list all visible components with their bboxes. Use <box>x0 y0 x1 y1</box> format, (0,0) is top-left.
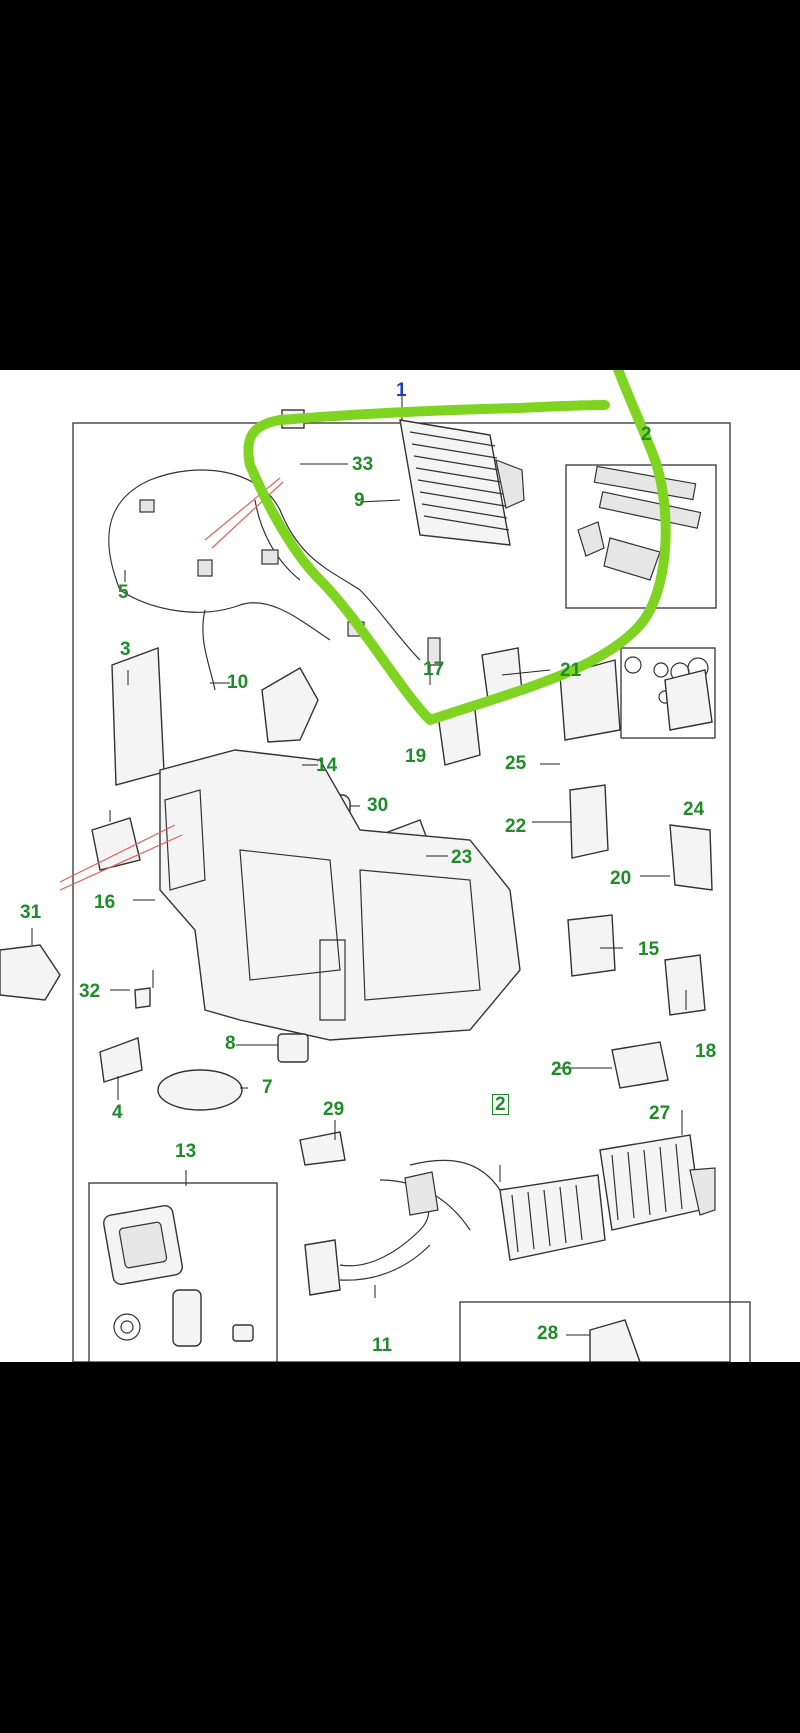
actuator-20 <box>669 824 713 891</box>
label-22: 22 <box>505 816 527 837</box>
actuator-16 <box>91 817 141 871</box>
label-28: 28 <box>537 1323 559 1344</box>
label-21: 21 <box>560 660 582 681</box>
bottom-black-bar <box>0 1362 800 1733</box>
part-8 <box>277 1033 309 1063</box>
label-10: 10 <box>227 672 249 693</box>
actuator-25 <box>559 659 621 741</box>
label-15: 15 <box>638 939 660 960</box>
wiring-harness <box>108 469 421 661</box>
label-13: 13 <box>175 1141 197 1162</box>
top-black-bar <box>0 0 800 370</box>
actuator-22 <box>569 784 609 859</box>
parts-diagram-drawing <box>0 370 751 1362</box>
actuator-15 <box>567 914 616 977</box>
red-leader-lines <box>59 477 284 891</box>
label-3: 3 <box>120 639 131 660</box>
actuator-18 <box>664 954 706 1016</box>
part-17 <box>427 637 441 666</box>
clip-29 <box>299 1131 346 1166</box>
label-20: 20 <box>610 868 632 889</box>
label-4: 4 <box>112 1102 123 1123</box>
part-28 <box>589 1319 641 1362</box>
label-7: 7 <box>262 1077 273 1098</box>
sensor-cable-10 <box>202 609 216 691</box>
label-17: 17 <box>423 659 445 680</box>
label-1: 1 <box>396 380 407 401</box>
parts-diagram: 1 2 3 4 5 7 8 9 10 11 13 14 15 16 17 18 … <box>0 370 800 1362</box>
heater-core-27 <box>599 1134 716 1231</box>
seal-kit-13 <box>103 1205 254 1347</box>
label-18: 18 <box>695 1041 717 1062</box>
label-2: 2 <box>641 424 652 445</box>
leader-lines <box>31 463 687 1336</box>
actuator-14 <box>261 667 319 743</box>
hvac-housing <box>159 749 521 1041</box>
cabin-filter-3 <box>111 647 165 786</box>
label-29: 29 <box>323 1099 345 1120</box>
label-30: 30 <box>367 795 389 816</box>
label-27: 27 <box>649 1103 671 1124</box>
seal-kit-frame <box>88 1182 278 1362</box>
gasket-set-2 <box>577 465 702 581</box>
label-23: 23 <box>451 847 473 868</box>
inset-frame-28 <box>459 1301 751 1362</box>
blower-motor-7 <box>157 1069 243 1111</box>
duct-31 <box>0 944 61 1001</box>
gasket-set-frame <box>565 464 717 609</box>
green-highlight-loop <box>243 370 671 725</box>
label-9: 9 <box>354 490 365 511</box>
heater-core-2 <box>379 1159 606 1261</box>
o-ring-set-frame <box>620 647 716 739</box>
label-26: 26 <box>551 1059 573 1080</box>
label-19: 19 <box>405 746 427 767</box>
screw-32 <box>134 987 151 1009</box>
label-5: 5 <box>118 582 129 603</box>
actuator-26 <box>611 1041 669 1089</box>
actuator-24 <box>664 669 713 731</box>
label-16: 16 <box>94 892 116 913</box>
label-25: 25 <box>505 753 527 774</box>
label-31: 31 <box>20 902 42 923</box>
label-32: 32 <box>79 981 101 1002</box>
label-8: 8 <box>225 1033 236 1054</box>
label-33: 33 <box>352 454 374 475</box>
label-14: 14 <box>316 755 338 776</box>
label-24: 24 <box>683 799 705 820</box>
label-11: 11 <box>372 1335 393 1356</box>
label-2-boxed: 2 <box>492 1094 509 1115</box>
pipe-assembly-11 <box>304 1171 439 1296</box>
evaporator-9 <box>399 419 525 546</box>
part-4 <box>99 1037 143 1083</box>
